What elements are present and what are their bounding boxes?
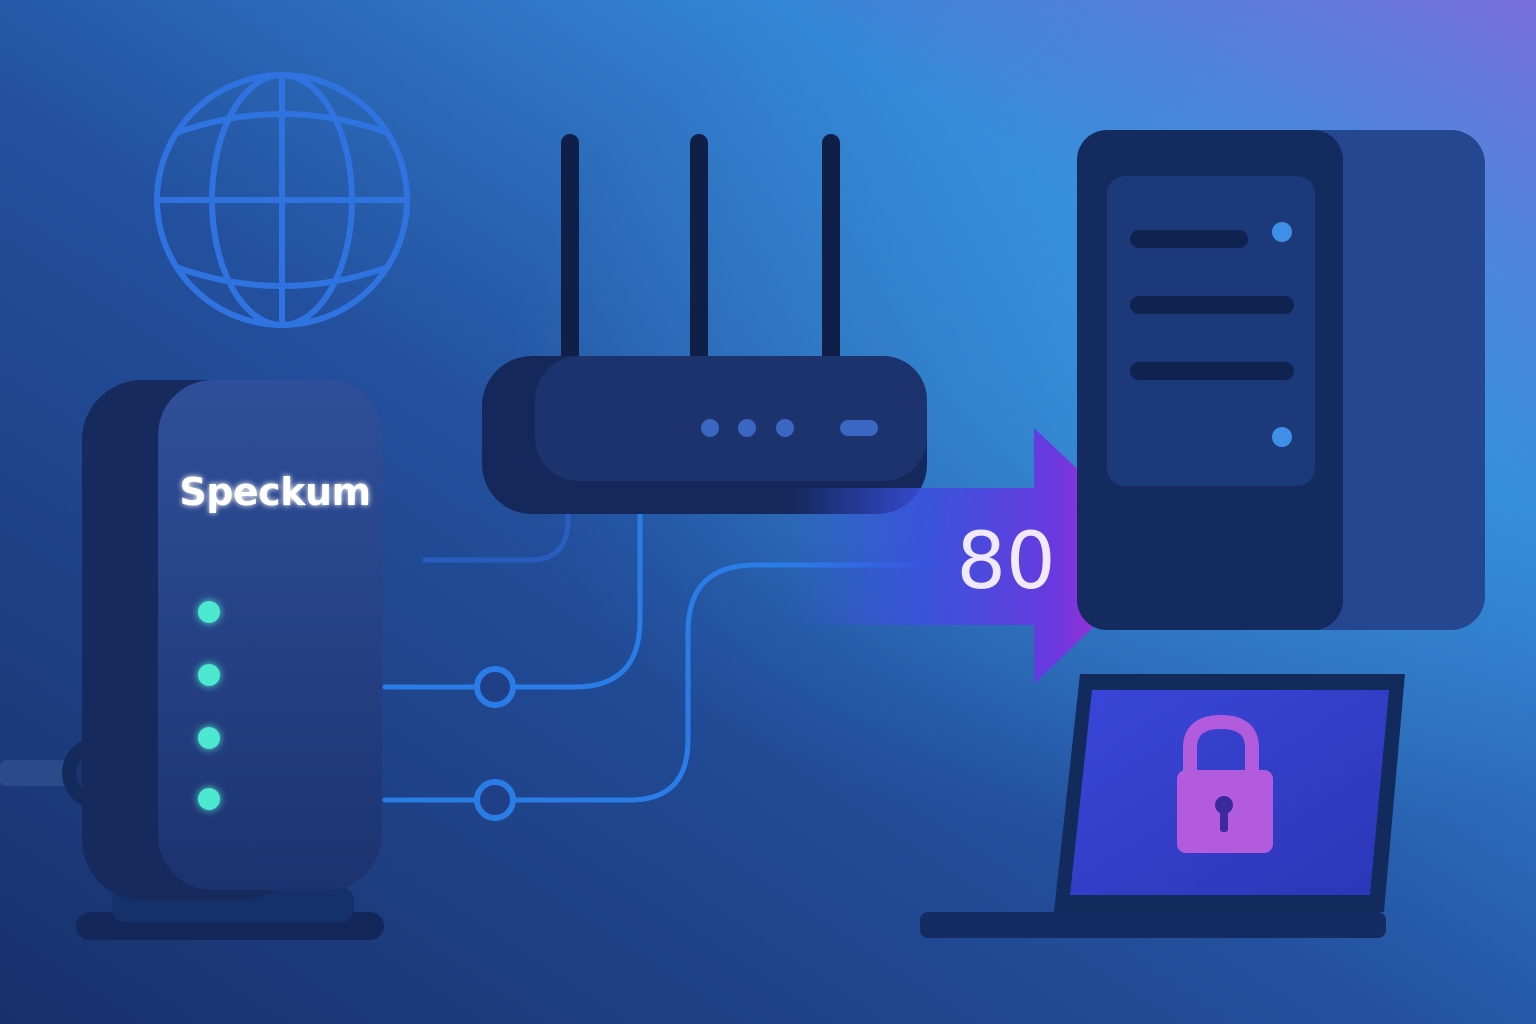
server-link-cable (382, 562, 933, 803)
server-indicator-light (1272, 222, 1292, 242)
router-body-front (535, 356, 927, 481)
arrow-shape (790, 428, 1168, 684)
router-antenna (690, 134, 708, 364)
globe-icon (154, 72, 410, 328)
cable-junction-lower (474, 779, 516, 821)
modem-front-panel (158, 380, 382, 890)
modem-status-light (198, 601, 220, 623)
server-panel (1107, 176, 1315, 486)
laptop-base (920, 912, 1386, 938)
modem-status-lights (198, 601, 220, 810)
laptop (920, 674, 1405, 938)
wifi-router (482, 134, 927, 514)
router-indicator-light (776, 419, 794, 437)
server-drive-slot (1130, 230, 1248, 248)
router-indicator-light (701, 419, 719, 437)
network-cables (382, 502, 933, 821)
cable-modem: Speckum (76, 380, 384, 940)
modem-status-light (198, 727, 220, 749)
modem-brand-label: Speckum (179, 470, 370, 514)
server-drive-slot (1130, 296, 1294, 314)
server-indicator-light (1272, 427, 1292, 447)
router-antenna (561, 134, 579, 364)
cable-junction-upper (474, 666, 516, 708)
lock-icon (1177, 714, 1273, 853)
port-forward-arrow: 80 (790, 428, 1168, 684)
router-indicator-light (738, 419, 756, 437)
port-number-label: 80 (956, 517, 1055, 607)
modem-status-light (198, 664, 220, 686)
modem-status-light (198, 788, 220, 810)
router-to-modem-cable (382, 502, 643, 690)
router-antennas (561, 134, 840, 364)
router-indicator-lights (701, 419, 794, 437)
router-status-bar (840, 420, 878, 436)
server-tower (1077, 130, 1485, 630)
router-antenna (822, 134, 840, 364)
server-drive-slot (1130, 362, 1294, 380)
router-cable-left (422, 502, 571, 563)
